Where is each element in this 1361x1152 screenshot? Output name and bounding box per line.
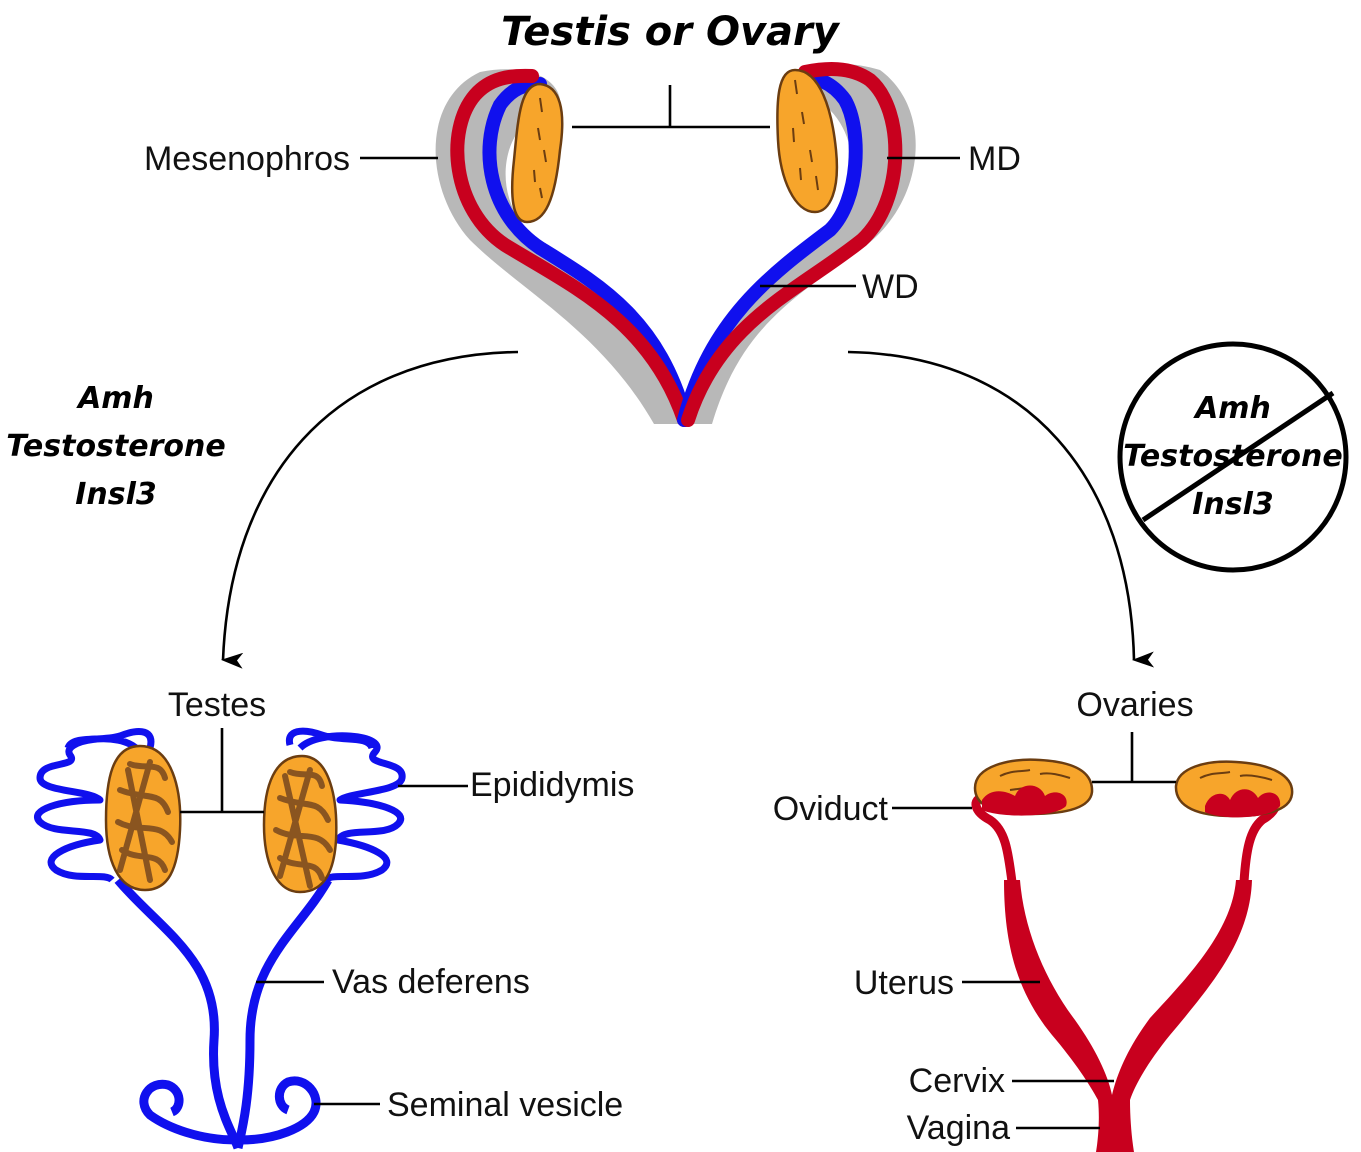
ovaries-bracket: [1092, 732, 1176, 782]
male-factors: Amh Testosterone Insl3: [6, 381, 225, 512]
wd-label: WD: [862, 268, 919, 306]
female-reproductive-tract: Ovaries Oviduct Uterus Cervix Vagina: [773, 686, 1292, 1152]
cervix-label: Cervix: [909, 1062, 1005, 1100]
male-factor-testosterone: Testosterone: [6, 429, 225, 464]
testis-left: [106, 746, 180, 890]
mesonephros-label: Mesenophros: [144, 140, 350, 178]
ovaries-label: Ovaries: [1076, 686, 1193, 724]
oviduct-label: Oviduct: [773, 790, 889, 828]
male-reproductive-tract: Testes Epididymis Vas deferens Seminal v…: [37, 686, 634, 1148]
uterus-label: Uterus: [854, 964, 954, 1002]
female-factor-insl3: Insl3: [1192, 487, 1274, 522]
ovary-left: [975, 760, 1092, 816]
vagina-label: Vagina: [907, 1109, 1010, 1147]
page-title: Testis or Ovary: [501, 9, 841, 55]
testes-bracket: [180, 728, 264, 812]
female-factors-absent: Amh Testosterone Insl3: [1120, 344, 1346, 570]
indifferent-urogenital-tract: Mesenophros MD WD: [144, 64, 1021, 424]
female-factor-testosterone: Testosterone: [1123, 439, 1342, 474]
male-factor-insl3: Insl3: [75, 477, 157, 512]
epididymis-label: Epididymis: [470, 766, 634, 804]
curved-arrow-down-right-icon: [848, 352, 1134, 660]
female-factor-amh: Amh: [1193, 391, 1271, 426]
md-label: MD: [968, 140, 1021, 178]
testis-right: [264, 756, 336, 892]
vas-deferens-label: Vas deferens: [332, 963, 530, 1001]
curved-arrow-down-left-icon: [223, 352, 518, 660]
uterus-body: [1004, 880, 1252, 1152]
ovary-right: [1176, 762, 1292, 818]
male-factor-amh: Amh: [76, 381, 154, 416]
gonad-bracket: [572, 85, 770, 127]
seminal-vesicle-label: Seminal vesicle: [387, 1086, 623, 1124]
testes-label: Testes: [168, 686, 266, 724]
